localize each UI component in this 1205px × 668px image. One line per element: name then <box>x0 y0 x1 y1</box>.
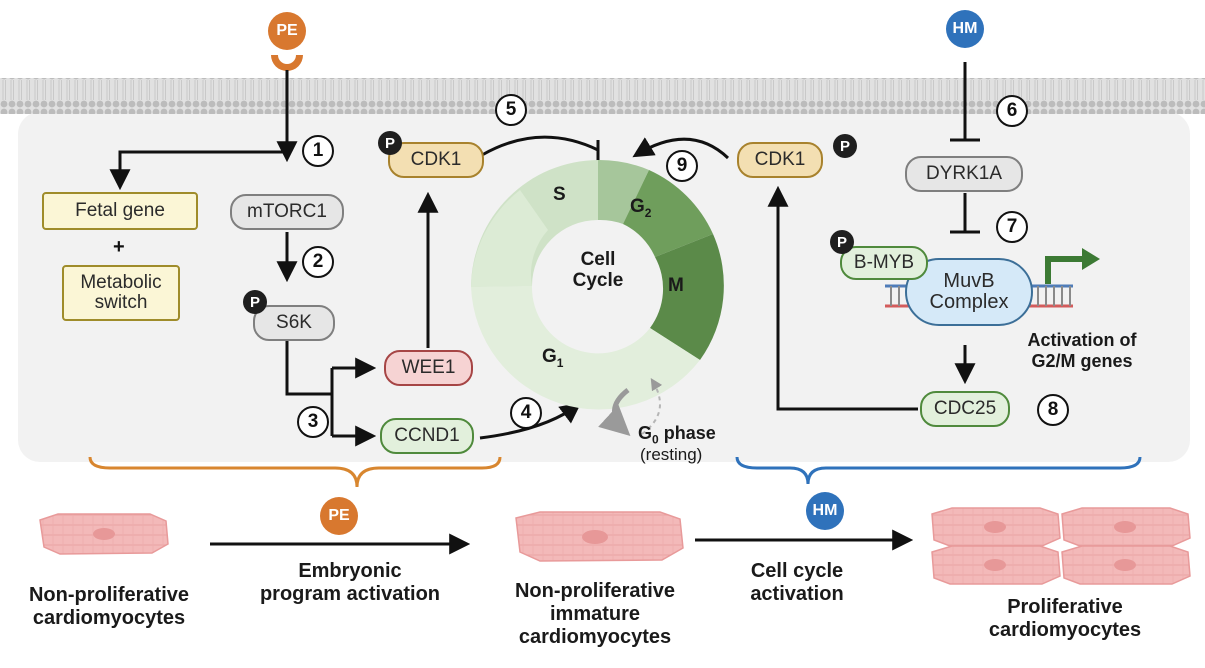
cdk1-right-node: CDK1 <box>737 142 823 178</box>
hm-stimulus-bottom: HM <box>806 492 844 530</box>
cdk1-right-phospho-badge: P <box>833 134 857 158</box>
ccnd1-node: CCND1 <box>380 418 474 454</box>
hm-label: HM <box>952 20 978 37</box>
activation-g2m-label: Activation of G2/M genes <box>1027 330 1137 371</box>
step-7-badge: 7 <box>996 211 1028 243</box>
s6k-branch <box>285 340 332 396</box>
step-6-badge: 6 <box>996 95 1028 127</box>
step-1-badge: 1 <box>302 135 334 167</box>
step-4-badge: 4 <box>510 397 542 429</box>
cardiomyocyte-nonproliferative <box>39 513 169 555</box>
stage-immature-label: Non-proliferative immature cardiomyocyte… <box>514 580 676 648</box>
cell-cycle-ring <box>471 159 724 410</box>
fetal-gene-box: Fetal gene <box>42 192 198 230</box>
step-5-badge: 5 <box>495 94 527 126</box>
inhibit-cdk1-cycle <box>481 135 599 157</box>
mtorc1-node: mTORC1 <box>230 194 344 230</box>
pe-label-bottom: PE <box>328 507 350 524</box>
step-2-badge: 2 <box>302 246 334 278</box>
phase-s-label: S <box>553 184 566 205</box>
transition-embryonic-label: Embryonic program activation <box>259 560 441 605</box>
metabolic-switch-box: Metabolic switch <box>62 265 180 321</box>
stage-nonproliferative-label: Non-proliferative cardiomyocytes <box>28 584 190 629</box>
pe-stimulus: PE <box>268 12 306 50</box>
g0-exit-arrow <box>598 388 631 437</box>
g0-phase-label: G0 phase <box>638 423 716 447</box>
pe-stimulus-bottom: PE <box>320 497 358 535</box>
pe-label: PE <box>276 22 298 39</box>
arrow-ccnd1-cycle <box>479 402 582 440</box>
hm-stimulus: HM <box>946 10 984 48</box>
cardiomyocyte-proliferative <box>931 507 1191 585</box>
phase-m-label: M <box>668 275 684 296</box>
transcription-arrow <box>1045 248 1100 284</box>
wee1-node: WEE1 <box>384 350 473 386</box>
arrow-cdk1-cycle <box>632 137 730 160</box>
phase-g2-label: G2 <box>630 196 652 220</box>
phase-g1-label: G1 <box>542 346 564 370</box>
bmyb-phospho-badge: P <box>830 230 854 254</box>
step-9-badge: 9 <box>666 150 698 182</box>
g0-resting-label: (resting) <box>640 445 703 464</box>
step-3-badge: 3 <box>297 406 329 438</box>
hm-bracket <box>735 456 1142 485</box>
plus-sign: + <box>113 236 125 258</box>
cdk1-left-node: CDK1 <box>388 142 484 178</box>
s6k-node: S6K <box>253 305 335 341</box>
s6k-phospho-badge: P <box>243 290 267 314</box>
step-8-badge: 8 <box>1037 394 1069 426</box>
cardiomyocyte-immature <box>515 511 684 562</box>
dyrk1a-node: DYRK1A <box>905 156 1023 192</box>
cdc25-node: CDC25 <box>920 391 1010 427</box>
cell-cycle-center-label: Cell Cycle <box>572 249 624 291</box>
transition-cell-cycle-label: Cell cycle activation <box>750 560 844 605</box>
hm-label-bottom: HM <box>812 502 838 519</box>
cdk1-left-phospho-badge: P <box>378 131 402 155</box>
pe-bracket <box>88 456 502 488</box>
fetal-branch-arrow <box>109 150 287 191</box>
bmyb-node: B-MYB <box>840 246 928 280</box>
pe-receptor <box>271 55 303 71</box>
stage-proliferative-label: Proliferative cardiomyocytes <box>988 596 1142 641</box>
arrow-cdc25-cdk1 <box>767 185 918 411</box>
